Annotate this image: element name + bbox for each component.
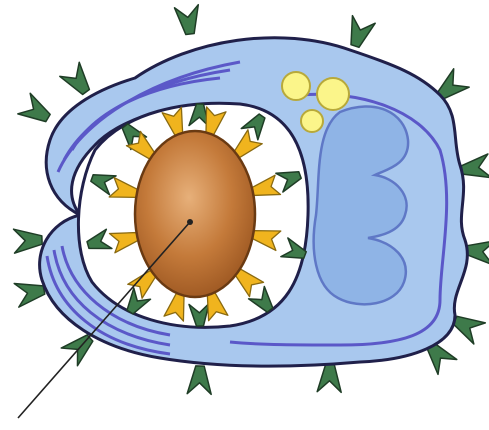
receptor-spike-icon [317, 364, 341, 392]
nucleus-icon [314, 107, 408, 305]
granule-icon [301, 110, 323, 132]
receptor-spike-icon [466, 241, 489, 265]
granule-icon [317, 78, 349, 110]
receptor-spike-icon [60, 62, 90, 94]
receptor-spike-icon [14, 229, 43, 253]
granule-icon [282, 72, 310, 100]
receptor-spike-icon [174, 5, 198, 35]
receptor-spike-icon [18, 93, 50, 121]
receptor-spike-icon [461, 154, 489, 178]
receptor-spike-icon [187, 366, 211, 394]
receptor-spike-icon [437, 69, 469, 99]
receptor-spike-icon [14, 284, 45, 308]
receptor-spike-icon [453, 316, 485, 344]
antigen-particle-icon [135, 131, 255, 297]
receptor-spike-icon [351, 16, 375, 48]
